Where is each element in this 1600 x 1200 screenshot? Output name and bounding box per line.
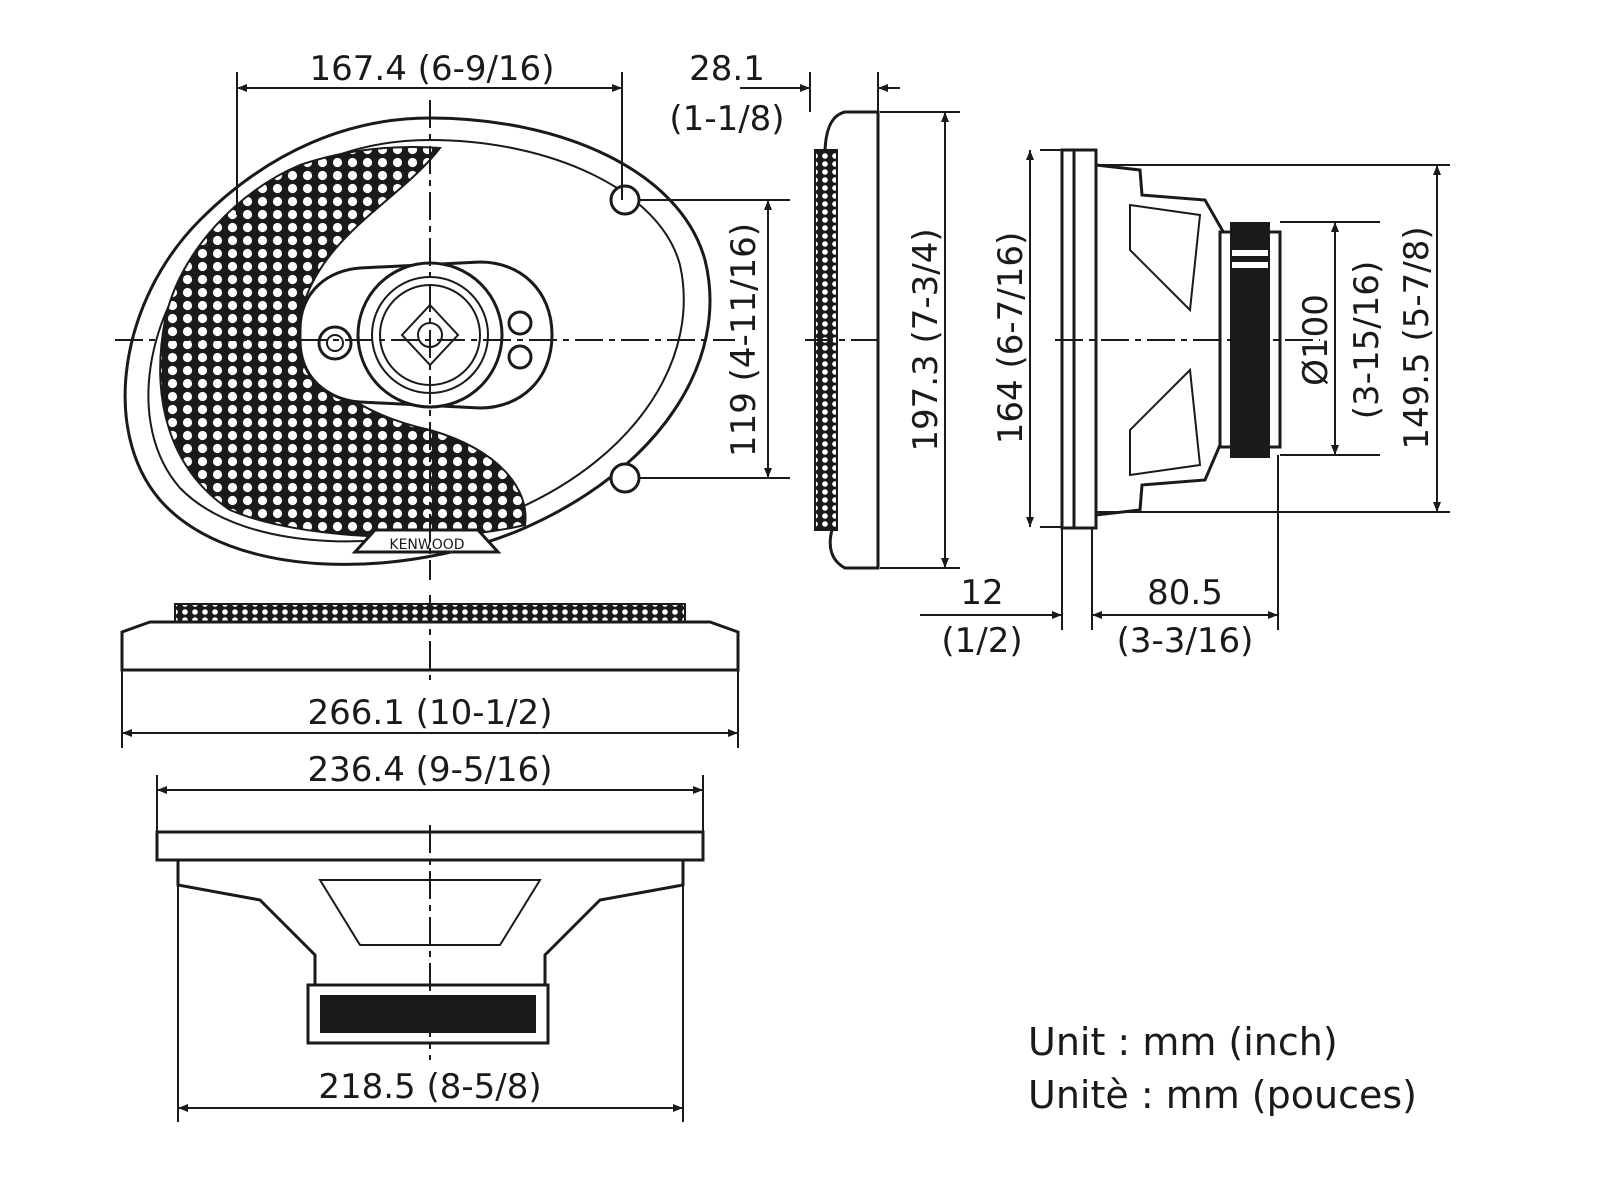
flange-depth-in-label: (1/2)	[941, 621, 1022, 661]
mount-hole-top-icon	[609, 184, 641, 216]
front-view: KENWOOD	[115, 72, 790, 580]
unit-label-en: Unit : mm (inch)	[1028, 1020, 1338, 1064]
kenwood-logo-badge	[351, 528, 502, 554]
magnet-diameter-in-label: (3-15/16)	[1347, 261, 1387, 419]
mount-hole-bottom-icon	[609, 462, 641, 494]
flange-depth-mm-label: 12	[960, 573, 1003, 613]
side-view-grille	[805, 72, 960, 570]
cutout-width-label: 236.4 (9-5/16)	[308, 750, 553, 790]
unit-label-fr: Unitè : mm (pouces)	[1028, 1073, 1417, 1117]
bottom-view	[155, 775, 705, 1122]
overall-width-label: 266.1 (10-1/2)	[308, 693, 553, 733]
grille-depth-in-label: (1-1/8)	[669, 99, 784, 139]
top-profile-view	[120, 595, 740, 748]
dimension-labels: 167.4 (6-9/16) 28.1 (1-1/8) 119 (4-11/16…	[308, 49, 1437, 1107]
dimension-lines	[122, 84, 1441, 1112]
mount-hole-spacing-label: 119 (4-11/16)	[724, 223, 764, 457]
kenwood-logo: KENWOOD	[389, 537, 464, 553]
mount-depth-mm-label: 80.5	[1147, 573, 1223, 613]
unit-legend: Unit : mm (inch) Unitè : mm (pouces)	[1028, 1020, 1417, 1117]
magnet-diameter-mm-label: Ø100	[1296, 294, 1336, 386]
cutout-height-label: 164 (6-7/16)	[991, 232, 1031, 444]
front-mount-width-label: 167.4 (6-9/16)	[310, 49, 555, 89]
basket-height-label: 149.5 (5-7/8)	[1397, 226, 1437, 449]
basket-width-label: 218.5 (8-5/8)	[318, 1067, 541, 1107]
grille-depth-mm-label: 28.1	[689, 49, 765, 89]
overall-height-label: 197.3 (7-3/4)	[906, 228, 946, 451]
side-view-depth	[1040, 148, 1450, 630]
mount-depth-in-label: (3-3/16)	[1117, 621, 1254, 661]
